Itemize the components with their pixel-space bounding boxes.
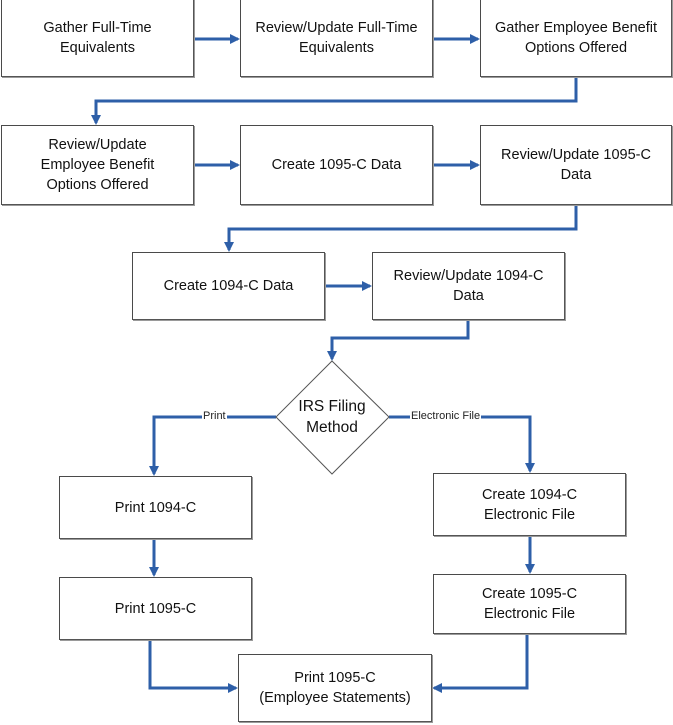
node-label: Print 1095-C (114, 600, 197, 617)
node-review-update-1095c-data: Review/Update 1095-C Data (480, 125, 672, 205)
node-print-1095c-employee-statements: Print 1095-C (Employee Statements) (238, 654, 432, 722)
edge-review-1095c-to-create-1094c (224, 205, 578, 252)
decision-label: IRS Filing Method (298, 398, 366, 436)
node-label: Create 1094-C Data (163, 278, 294, 294)
decision-diamond (275, 360, 390, 475)
node-create-1094c-data: Create 1094-C Data (132, 252, 325, 320)
edge-create-1095c-file-to-print-statements (432, 634, 529, 693)
node-label: Create 1095-C Data (271, 157, 402, 173)
edge-label-electronic-file: Electronic File (410, 410, 482, 423)
edge-gather-benefits-to-review-benefits (91, 77, 578, 125)
node-review-update-full-time-equivalents: Review/Update Full-Time Equivalents (240, 0, 433, 77)
node-label: Review/Update Employee Benefit Options O… (40, 137, 155, 193)
node-create-1095c-data: Create 1095-C Data (240, 125, 433, 205)
node-print-1094c: Print 1094-C (59, 476, 252, 539)
node-label: Print 1094-C (114, 499, 197, 516)
edge-print-1095c-to-print-statements (148, 640, 238, 693)
node-label: Create 1095-C Electronic File (481, 586, 578, 622)
node-gather-employee-benefit-options: Gather Employee Benefit Options Offered (480, 0, 672, 77)
node-label: Review/Update Full-Time Equivalents (255, 20, 418, 56)
node-label: Print 1095-C (Employee Statements) (259, 670, 411, 706)
node-review-update-1094c-data: Review/Update 1094-C Data (372, 252, 565, 320)
edge-decision-to-print-1094c (149, 415, 276, 476)
node-review-update-employee-benefit-options: Review/Update Employee Benefit Options O… (1, 125, 194, 205)
edge-review-1094c-to-decision (327, 320, 470, 361)
node-label: Create 1094-C Electronic File (481, 486, 578, 523)
node-create-1094c-electronic-file: Create 1094-C Electronic File (433, 473, 626, 536)
edge-decision-to-create-1094c-file (389, 415, 535, 473)
edge-label-print: Print (202, 410, 227, 423)
node-label: Review/Update 1095-C Data (501, 147, 651, 183)
node-label: Review/Update 1094-C Data (393, 268, 544, 304)
node-print-1095c: Print 1095-C (59, 577, 252, 640)
node-label: Gather Full-Time Equivalents (43, 20, 152, 56)
node-create-1095c-electronic-file: Create 1095-C Electronic File (433, 574, 626, 634)
node-label: Gather Employee Benefit Options Offered (494, 20, 657, 56)
node-gather-full-time-equivalents: Gather Full-Time Equivalents (1, 0, 194, 77)
